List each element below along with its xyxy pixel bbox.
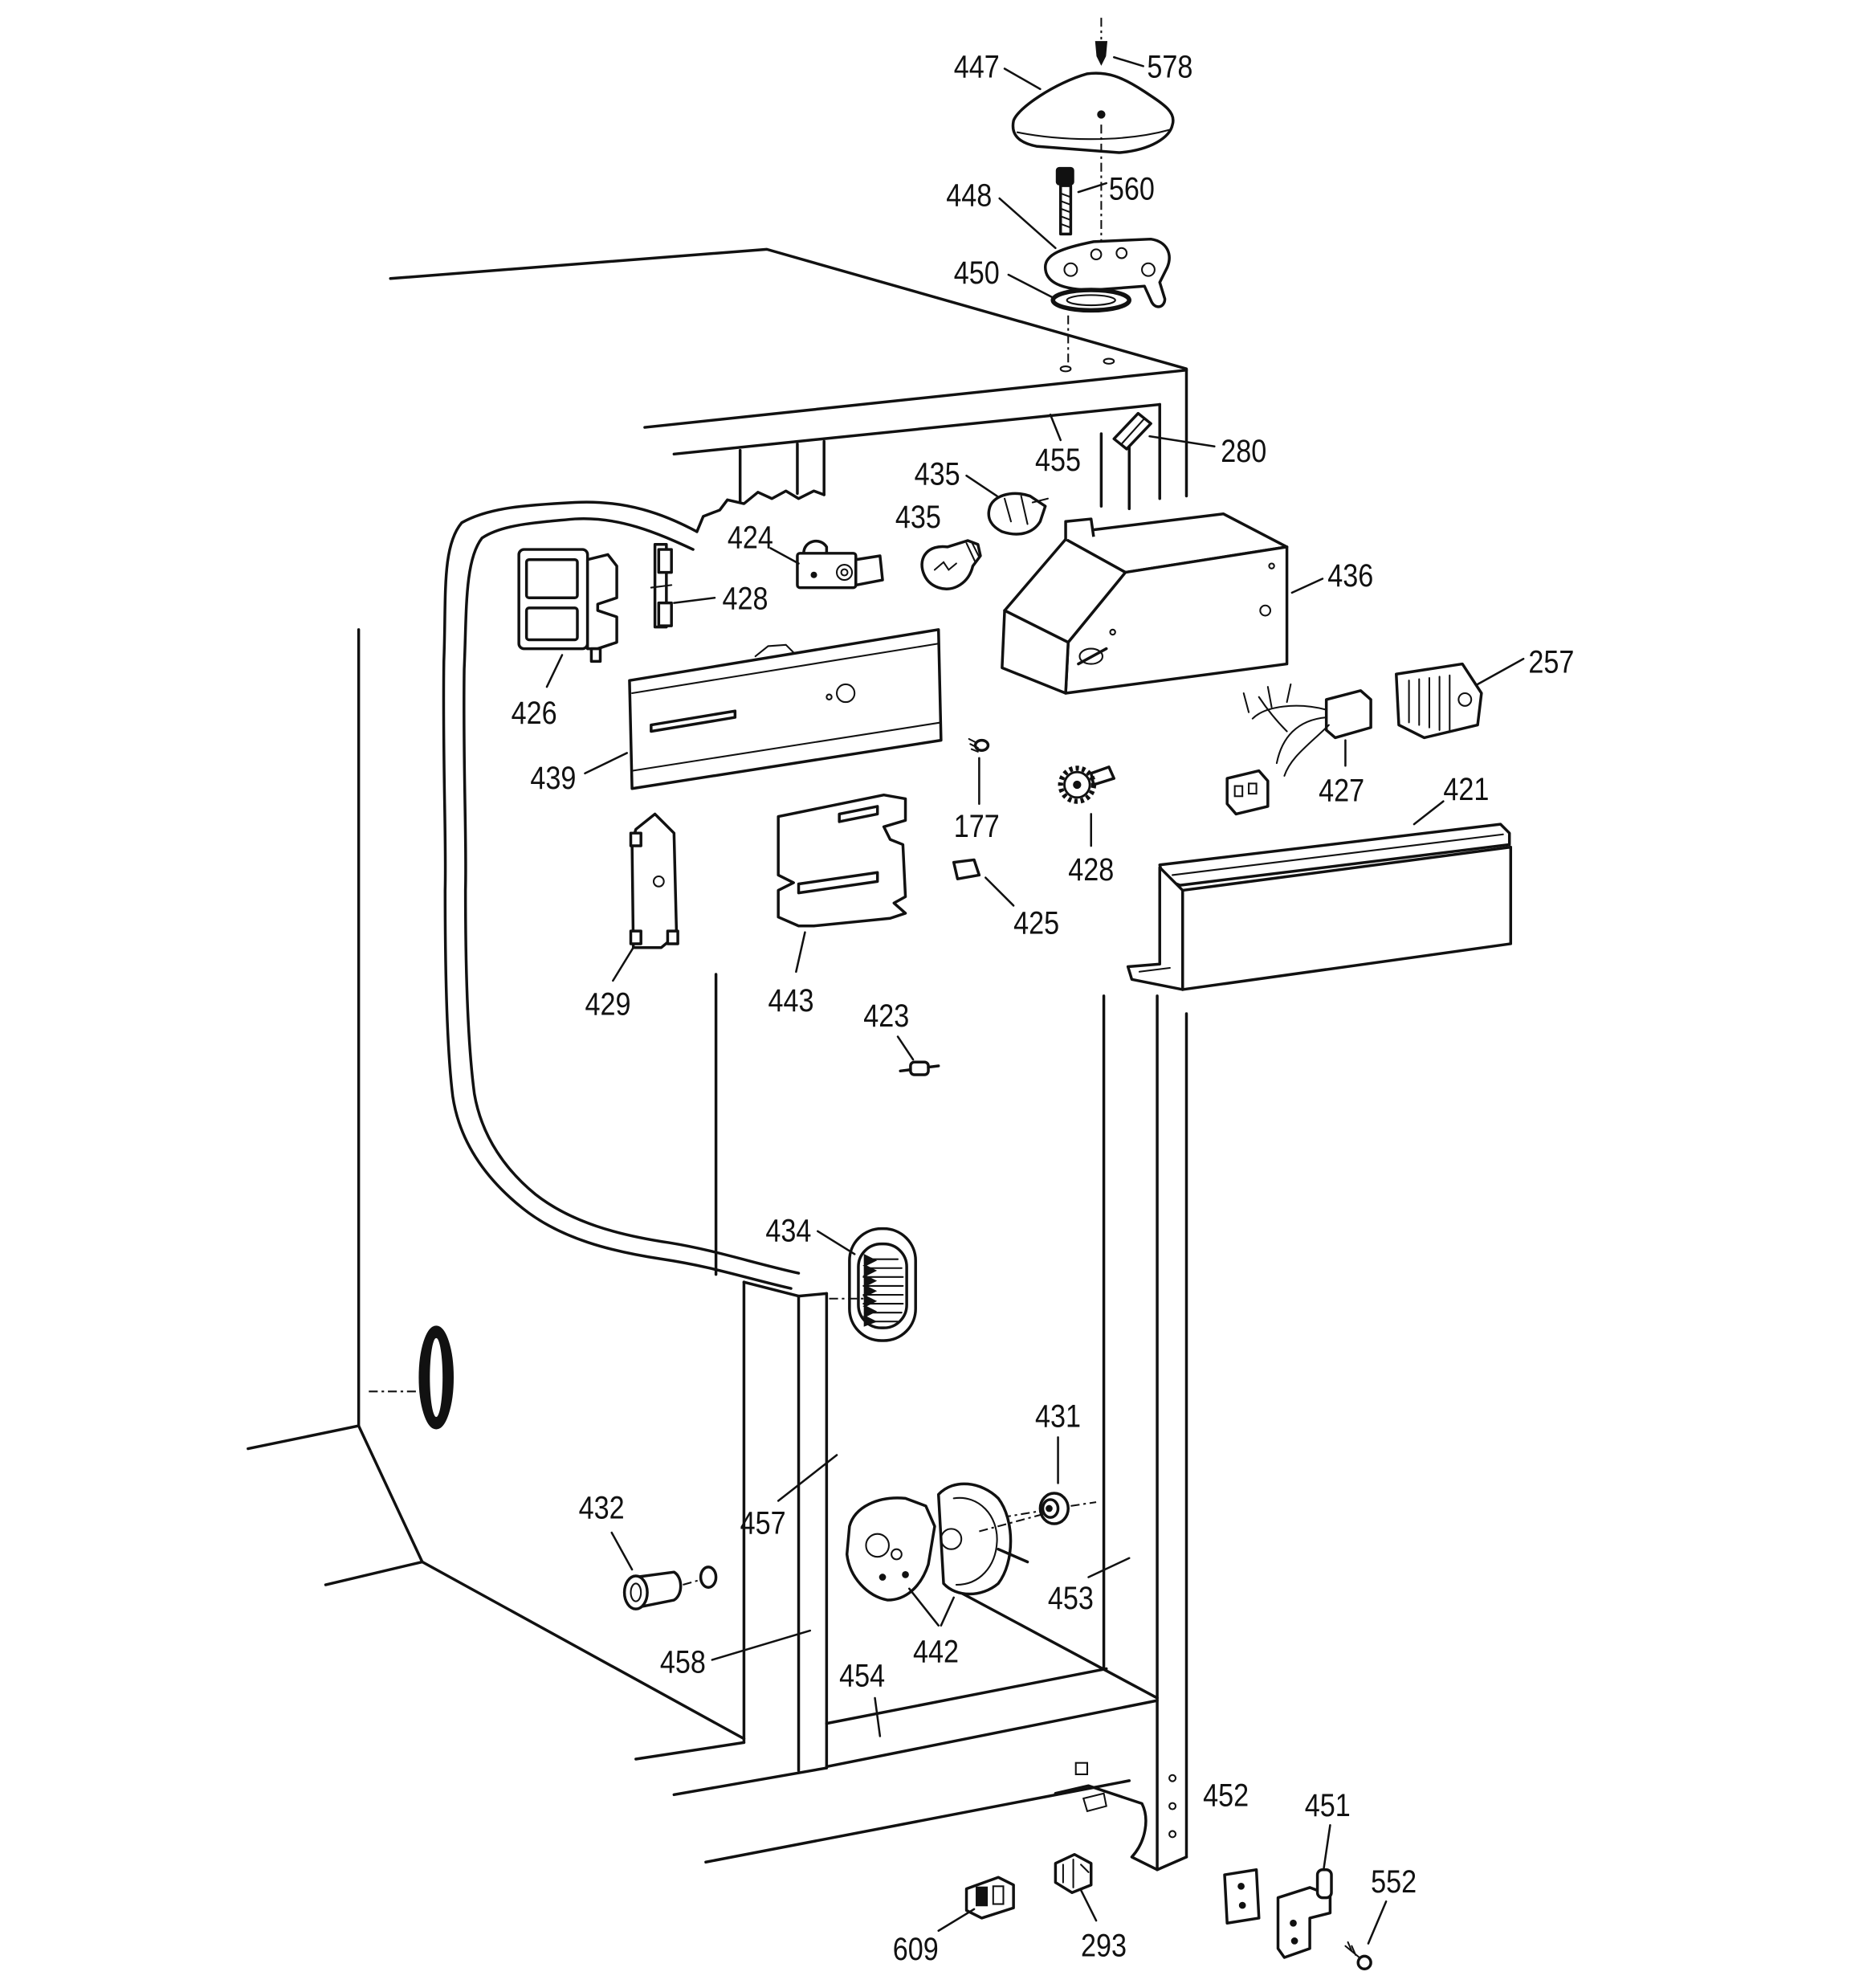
part-428-bracket-drawing bbox=[650, 542, 673, 629]
callout-425: 425 bbox=[1013, 905, 1059, 941]
callout-429: 429 bbox=[585, 987, 630, 1023]
callout-labels: 447 578 448 560 450 280 455 435 435 424 … bbox=[512, 50, 1575, 1968]
part-432-drawing bbox=[622, 1565, 718, 1610]
part-609-drawing bbox=[964, 1876, 1015, 1920]
part-434-drawing bbox=[829, 1227, 917, 1342]
callout-447: 447 bbox=[954, 50, 1000, 85]
part-448-drawing bbox=[1043, 237, 1171, 308]
part-429-drawing bbox=[629, 812, 679, 949]
part-443-drawing bbox=[777, 793, 907, 928]
part-439-drawing bbox=[628, 628, 943, 790]
callout-426: 426 bbox=[512, 696, 557, 731]
callout-450: 450 bbox=[954, 255, 1000, 291]
part-425-drawing bbox=[952, 858, 981, 880]
callout-443: 443 bbox=[768, 983, 814, 1018]
part-423-drawing bbox=[899, 1060, 940, 1076]
callout-431: 431 bbox=[1035, 1399, 1081, 1435]
part-280-drawing bbox=[1112, 411, 1152, 451]
callout-434: 434 bbox=[765, 1213, 811, 1248]
part-450-drawing bbox=[1050, 288, 1132, 313]
callout-435-socket: 435 bbox=[915, 456, 960, 492]
callout-552: 552 bbox=[1371, 1864, 1417, 1900]
callout-427: 427 bbox=[1319, 774, 1364, 809]
callout-428-bracket: 428 bbox=[723, 581, 768, 616]
part-427-drawing bbox=[1225, 683, 1372, 816]
callout-423: 423 bbox=[863, 998, 909, 1034]
part-435-bulb-drawing bbox=[920, 539, 982, 590]
callout-560: 560 bbox=[1109, 172, 1155, 207]
callout-439: 439 bbox=[530, 761, 576, 796]
callout-442: 442 bbox=[913, 1635, 959, 1670]
part-560-drawing bbox=[1055, 166, 1074, 236]
callout-280: 280 bbox=[1221, 434, 1266, 469]
callout-452: 452 bbox=[1203, 1778, 1249, 1814]
callout-448: 448 bbox=[946, 178, 992, 214]
callout-432: 432 bbox=[579, 1491, 625, 1526]
part-293-drawing bbox=[1054, 1852, 1093, 1894]
callout-421: 421 bbox=[1443, 772, 1489, 807]
callout-458: 458 bbox=[660, 1644, 706, 1680]
part-442-drawing bbox=[845, 1482, 1046, 1602]
part-177-drawing bbox=[968, 737, 990, 753]
part-447-drawing bbox=[1011, 71, 1175, 154]
part-435-socket-drawing bbox=[987, 492, 1049, 536]
part-452-drawing bbox=[1223, 1868, 1261, 1925]
callout-436: 436 bbox=[1327, 558, 1373, 594]
part-552-drawing bbox=[1344, 1941, 1372, 1970]
callout-454: 454 bbox=[839, 1659, 885, 1694]
callout-177: 177 bbox=[954, 809, 1000, 844]
callout-455: 455 bbox=[1035, 443, 1081, 478]
callout-578: 578 bbox=[1147, 50, 1192, 85]
callout-453: 453 bbox=[1048, 1581, 1094, 1616]
part-257-drawing bbox=[1395, 662, 1483, 740]
callout-428-gear: 428 bbox=[1068, 852, 1114, 888]
part-578-drawing bbox=[1095, 18, 1108, 66]
part-421-drawing bbox=[1126, 823, 1513, 991]
part-431-drawing bbox=[1001, 1492, 1097, 1525]
callout-435-bulb: 435 bbox=[895, 500, 941, 535]
callout-609: 609 bbox=[893, 1932, 939, 1967]
cabinet-frame bbox=[247, 247, 1188, 1872]
callout-424: 424 bbox=[728, 520, 773, 555]
part-424-drawing bbox=[796, 539, 884, 590]
callout-293: 293 bbox=[1081, 1928, 1127, 1963]
part-451-drawing bbox=[1276, 1868, 1333, 1959]
callout-451: 451 bbox=[1305, 1788, 1351, 1823]
callout-457: 457 bbox=[740, 1506, 786, 1541]
part-428-gear-drawing bbox=[1058, 765, 1115, 804]
part-426-drawing bbox=[517, 548, 618, 663]
callout-257: 257 bbox=[1528, 645, 1574, 680]
part-436-drawing bbox=[1001, 512, 1289, 695]
